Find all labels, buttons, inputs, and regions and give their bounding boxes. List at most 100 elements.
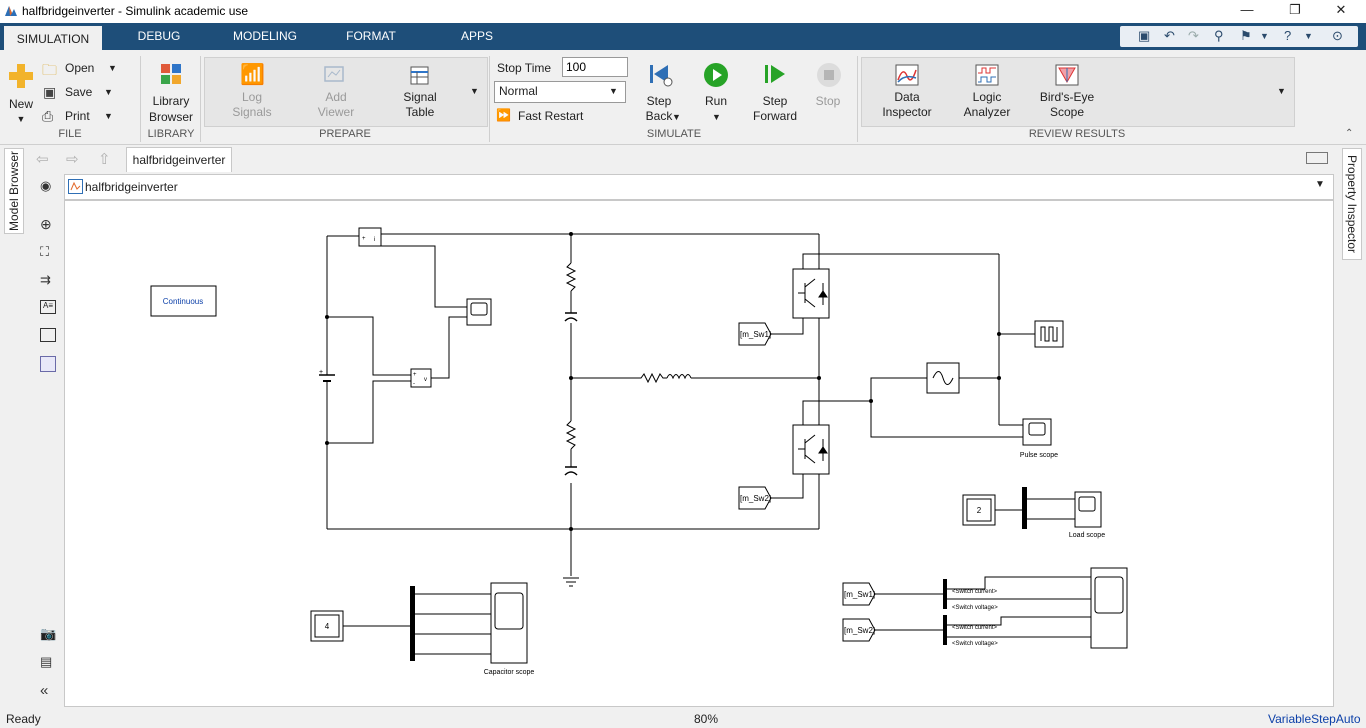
property-inspector-tab[interactable]: Property Inspector <box>1342 148 1362 260</box>
igbt-top-block[interactable] <box>792 268 830 319</box>
fit-view-icon[interactable]: ⛶ <box>40 244 50 259</box>
address-text: halfbridgeinverter <box>85 180 178 194</box>
rc-branch-top[interactable] <box>564 262 578 322</box>
help-icon[interactable]: ? <box>1284 28 1292 43</box>
goto-sw2-block[interactable] <box>738 486 772 510</box>
data-inspector-label-1: Data <box>894 90 920 104</box>
tab-format[interactable]: FORMAT <box>346 29 396 43</box>
voltage-measurement-block[interactable] <box>410 368 432 388</box>
new-button[interactable]: New ▼ <box>6 60 36 130</box>
collapse-left-icon[interactable]: « <box>40 682 49 699</box>
hide-browser-icon[interactable]: ◉ <box>40 178 52 193</box>
tab-simulation[interactable]: SIMULATION <box>4 23 102 50</box>
search-icon[interactable]: ⚲ <box>1214 28 1224 43</box>
library-label-2: Browser <box>148 110 193 124</box>
from-sw1-block[interactable] <box>842 582 876 606</box>
logic-analyzer-button[interactable]: Logic Analyzer <box>956 62 1018 124</box>
prepare-expand-icon[interactable]: ▼ <box>470 86 479 96</box>
data-inspector-button[interactable]: Data Inspector <box>876 62 938 124</box>
ribbon-tab-bar: SIMULATION DEBUG MODELING FORMAT APPS ▣ … <box>0 23 1366 50</box>
zoom-icon[interactable]: ⊕ <box>40 216 52 232</box>
tab-apps[interactable]: APPS <box>460 29 493 43</box>
table-icon <box>410 66 429 85</box>
bus-selector-sw2[interactable] <box>943 615 947 645</box>
window-title: halfbridgeinverter - Simulink academic u… <box>22 4 249 18</box>
options-icon[interactable]: ⊙ <box>1332 28 1343 43</box>
explorer-bar-icon[interactable]: ▤ <box>40 654 53 669</box>
back-arrow-icon[interactable]: ⇦ <box>36 151 49 168</box>
chevron-down-icon[interactable]: ▼ <box>1304 31 1313 41</box>
stop-icon <box>817 63 841 87</box>
logic-analyzer-icon <box>975 64 999 86</box>
library-browser-button[interactable]: Library Browser <box>145 60 197 126</box>
chevron-down-icon: ▼ <box>609 86 618 96</box>
print-button[interactable]: ⎙ Print ▼ <box>42 108 122 128</box>
collapse-ribbon-icon[interactable]: ⌃ <box>1345 128 1354 139</box>
from-sw2-block[interactable] <box>842 618 876 642</box>
close-button[interactable]: ✕ <box>1335 2 1347 17</box>
mux-load-block[interactable] <box>1022 487 1027 529</box>
pulse-scope-label: Pulse scope <box>1020 452 1058 459</box>
scope-screen-icon <box>1028 422 1046 436</box>
save-quick-icon[interactable]: ▣ <box>1138 28 1151 43</box>
review-expand-icon[interactable]: ▼ <box>1277 86 1286 96</box>
signal-voltage-1-label: <Switch voltage> <box>952 605 998 611</box>
signal-table-button[interactable]: Signal Table <box>390 62 450 124</box>
model-tab[interactable]: halfbridgeinverter <box>126 147 232 172</box>
chevron-down-icon[interactable]: ▼ <box>1260 31 1269 41</box>
tab-modeling[interactable]: MODELING <box>232 29 297 43</box>
library-label-1: Library <box>152 94 190 108</box>
minimize-button[interactable]: — <box>1240 2 1254 17</box>
address-dropdown-icon[interactable]: ▼ <box>1315 179 1325 190</box>
camera-icon[interactable]: 📷 <box>40 626 57 641</box>
step-back-button[interactable]: Step Back ▼ <box>636 60 682 126</box>
forward-arrow-icon[interactable]: ⇨ <box>66 151 79 168</box>
keyboard-icon[interactable] <box>1306 152 1328 164</box>
step-forward-button[interactable]: Step Forward <box>748 60 802 126</box>
notifications-icon[interactable]: ⚑ <box>1240 28 1252 43</box>
wire <box>369 245 467 308</box>
open-button[interactable]: 🗀 Open ▼ <box>42 60 122 80</box>
rl-load-block[interactable] <box>629 372 697 384</box>
powergui-block[interactable] <box>150 285 217 317</box>
igbt-bottom-block[interactable] <box>792 424 830 475</box>
signal-routing-icon[interactable]: ⇉ <box>40 272 51 287</box>
tab-debug[interactable]: DEBUG <box>137 29 181 43</box>
stop-label: Stop <box>815 94 841 108</box>
run-button[interactable]: Run ▼ <box>696 60 736 126</box>
stop-time-input[interactable] <box>562 57 628 77</box>
redo-icon[interactable]: ↷ <box>1188 28 1199 43</box>
title-bar: halfbridgeinverter - Simulink academic u… <box>0 0 1366 23</box>
image-icon[interactable] <box>40 328 56 342</box>
printer-icon: ⎙ <box>42 108 54 124</box>
wire <box>327 380 411 444</box>
logic-analyzer-label-2: Analyzer <box>963 105 1011 119</box>
group-label-review: REVIEW RESULTS <box>1028 128 1126 140</box>
birds-eye-scope-button[interactable]: Bird's-Eye Scope <box>1034 62 1100 124</box>
model-canvas[interactable]: Continuous + i + - v + <box>64 200 1334 707</box>
save-icon: ▣ <box>43 84 57 100</box>
dc-source-block[interactable] <box>319 367 335 395</box>
save-button[interactable]: ▣ Save ▼ <box>42 84 122 104</box>
annotation-icon[interactable]: A≡ <box>40 300 56 314</box>
load-scope-label: Load scope <box>1069 532 1105 539</box>
model-browser-tab[interactable]: Model Browser <box>4 148 24 234</box>
restore-button[interactable]: ❐ <box>1289 2 1301 17</box>
save-label: Save <box>65 85 93 99</box>
new-label: New <box>8 97 33 111</box>
goto-sw1-block[interactable] <box>738 322 772 346</box>
simulation-mode-select[interactable]: Normal ▼ <box>494 81 626 103</box>
ground-block[interactable] <box>563 577 579 587</box>
rc-branch-bottom[interactable] <box>564 420 578 476</box>
bus-selector-sw1[interactable] <box>943 579 947 609</box>
diagram-svg: Continuous + i + - v + <box>150 227 1128 676</box>
mux-capacitor-block[interactable] <box>410 586 415 661</box>
current-measurement-block[interactable] <box>358 227 382 247</box>
group-label-library: LIBRARY <box>147 128 195 140</box>
prepare-panel <box>204 57 488 127</box>
area-icon[interactable] <box>40 356 56 372</box>
fast-restart-button[interactable]: ⏩ Fast Restart <box>496 108 596 126</box>
undo-icon[interactable]: ↶ <box>1164 28 1175 43</box>
up-arrow-icon[interactable]: ⇧ <box>98 151 111 168</box>
solver-link[interactable]: VariableStepAuto <box>1268 712 1361 726</box>
